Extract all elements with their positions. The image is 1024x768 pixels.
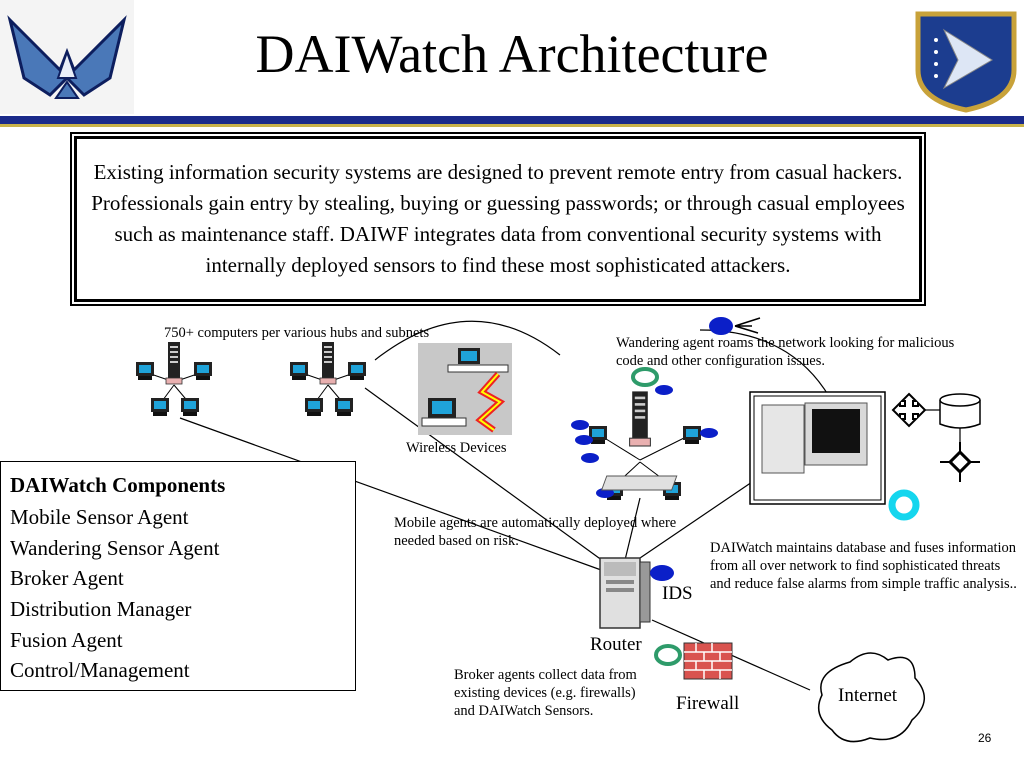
ids-agent-icon [650,565,674,581]
legend-item-broker: Broker Agent [10,566,124,590]
legend-item-fusion: Fusion Agent [10,628,123,652]
label-wandering: Wandering agent roams the network lookin… [616,335,955,369]
intro-text: Existing information security systems ar… [91,160,905,277]
intro-box: Existing information security systems ar… [70,132,926,306]
legend-item-mobile: Mobile Sensor Agent [10,505,189,529]
database-icon [939,393,981,429]
computer-hub-2 [290,341,366,416]
page-title: DAIWatch Architecture [255,24,769,84]
legend-title: DAIWatch Components [10,473,226,497]
label-fuses: DAIWatch maintains database and fuses in… [710,540,1017,592]
label-router: Router [590,634,642,655]
label-firewall: Firewall [676,693,740,714]
afrl-shield-logo [915,11,1017,113]
broker-agent-firewall-icon [654,644,682,666]
control-management-icon [888,489,920,521]
internet-cloud [817,652,925,743]
daiwatch-workstation-image [600,391,886,505]
label-wireless: Wireless Devices [406,440,507,456]
legend-item-distribution: Distribution Manager [10,597,192,621]
computer-hub-1 [136,341,212,416]
firewall-image [683,642,733,680]
page-number: 26 [978,731,992,745]
distribution-manager-icon [892,393,926,427]
label-broker: Broker agents collect data from existing… [454,667,637,719]
router-image [599,557,651,629]
title-rule-gold [0,124,1024,127]
title-rule-dark [0,116,1024,124]
air-force-wings-logo [0,0,134,114]
label-mobile: Mobile agents are automatically deployed… [394,515,677,549]
legend-box [0,461,356,691]
legend-item-control: Control/Management [10,658,190,682]
wireless-devices-image [418,343,512,435]
legend-item-wandering: Wandering Sensor Agent [10,536,220,560]
label-internet: Internet [838,685,898,706]
label-computers: 750+ computers per various hubs and subn… [164,325,430,341]
label-ids: IDS [662,583,693,604]
wandering-agent-icon [709,317,761,335]
fusion-agent-icon [938,440,982,484]
